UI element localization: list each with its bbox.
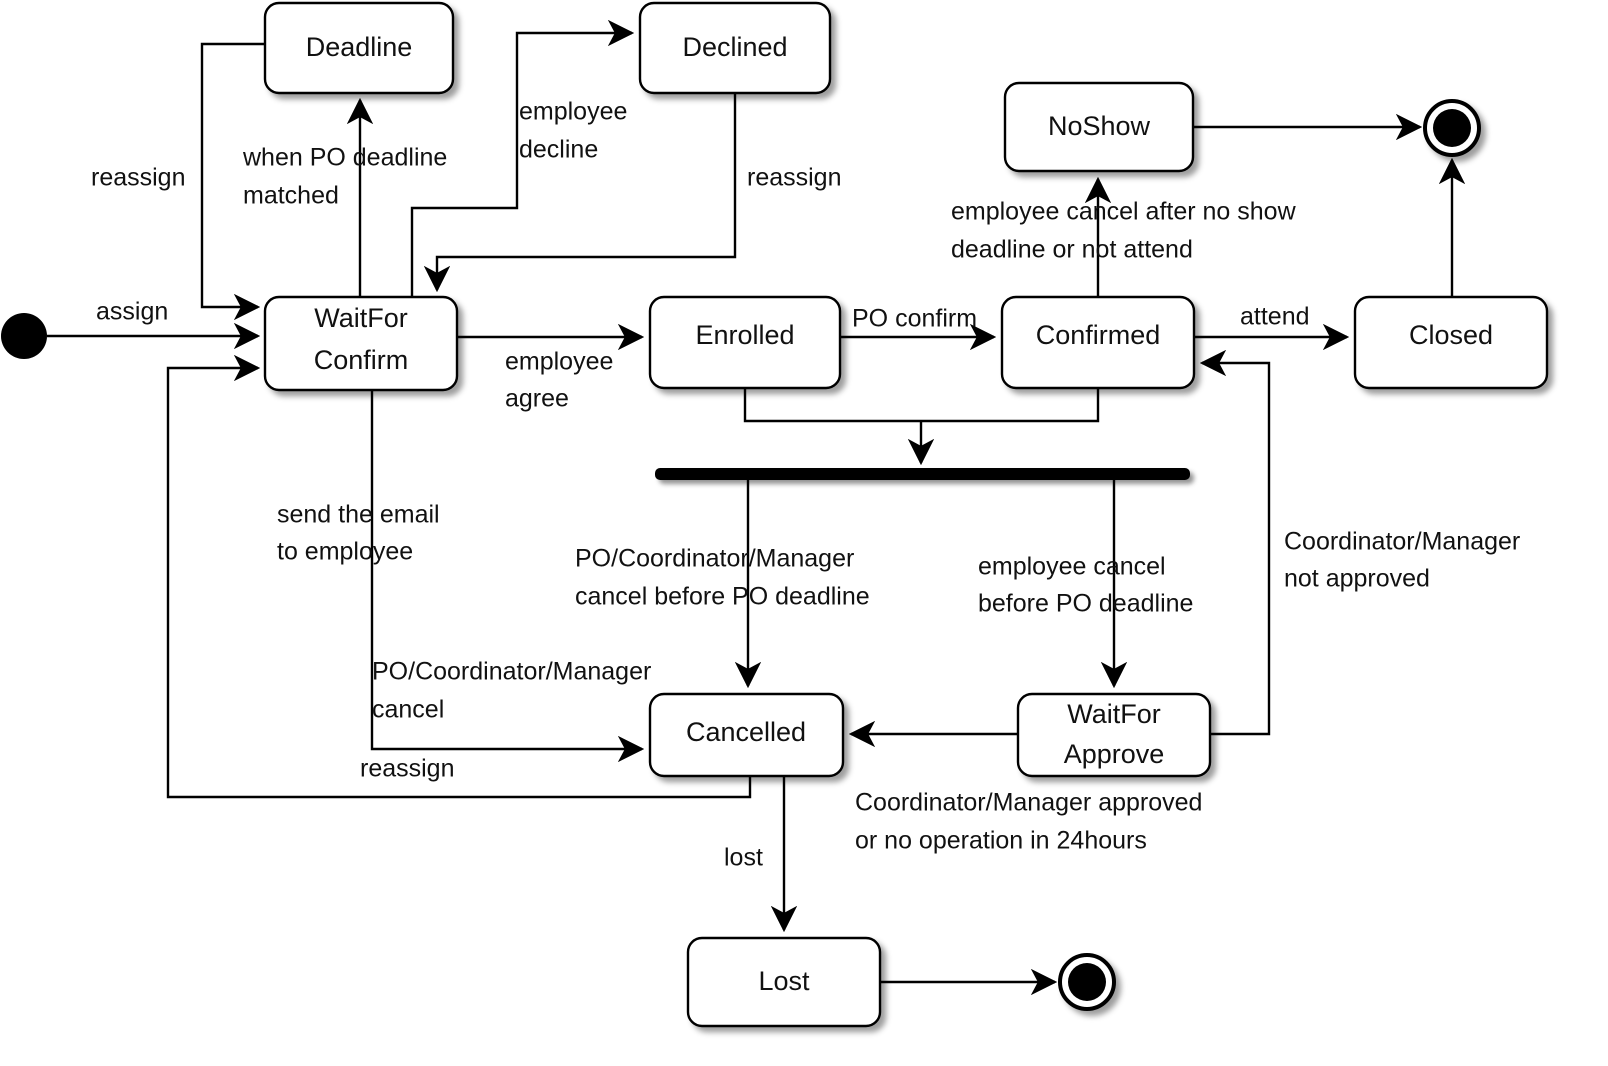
state-noshow[interactable]: NoShow: [1003, 81, 1195, 173]
edge-reassign-declined: [423, 93, 737, 293]
edge-label-lost: lost: [724, 844, 763, 872]
edge-reassign-deadline: [200, 42, 265, 321]
edge-label-employee-decline-line1: employee: [519, 98, 627, 126]
state-lost[interactable]: Lost: [686, 936, 882, 1028]
edge-join-to-fork: [743, 388, 1100, 423]
state-enrolled-label: Enrolled: [695, 320, 794, 350]
state-waitforconfirm-label-line2: Confirm: [314, 345, 409, 375]
edge-label-emp-cancel-line2: before PO deadline: [978, 590, 1193, 618]
state-declined[interactable]: Declined: [638, 1, 832, 95]
edge-label-pcm-cancel2-line2: cancel: [372, 696, 444, 724]
edge-label-employee-agree-line2: agree: [505, 385, 569, 413]
state-deadline-label: Deadline: [306, 32, 413, 62]
state-enrolled[interactable]: Enrolled: [648, 295, 842, 390]
edge-label-reassign-deadline: reassign: [91, 164, 186, 192]
edge-not-approved: [1199, 349, 1271, 736]
edge-label-approved-line1: Coordinator/Manager approved: [855, 789, 1202, 817]
edge-label-po-deadline-line1: when PO deadline: [242, 144, 447, 172]
edge-labels-layer: assign reassign when PO deadline matched…: [91, 98, 1520, 872]
edge-label-employee-decline-line2: decline: [519, 136, 598, 164]
state-declined-label: Declined: [682, 32, 787, 62]
edge-label-attend: attend: [1240, 303, 1310, 331]
state-closed-label: Closed: [1409, 320, 1493, 350]
edge-label-send-email-line1: send the email: [277, 501, 440, 529]
edge-label-pcm-cancel2-line1: PO/Coordinator/Manager: [372, 658, 651, 686]
edge-send-email-pcm-cancel: [370, 390, 645, 763]
state-waitforapprove[interactable]: WaitFor Approve: [1016, 692, 1212, 778]
edge-label-send-email-line2: to employee: [277, 538, 413, 566]
state-noshow-label: NoShow: [1048, 111, 1151, 141]
state-waitforapprove-label-line2: Approve: [1064, 739, 1165, 769]
state-waitforapprove-label-line1: WaitFor: [1067, 699, 1161, 729]
edge-label-approved-line2: or no operation in 24hours: [855, 827, 1147, 855]
edge-label-employee-agree-line1: employee: [505, 348, 613, 376]
edge-employee-decline: [410, 19, 635, 297]
edge-label-not-approved-line2: not approved: [1284, 565, 1430, 593]
state-confirmed-label: Confirmed: [1036, 320, 1161, 350]
edge-label-assign: assign: [96, 298, 168, 326]
state-deadline[interactable]: Deadline: [263, 1, 455, 95]
state-waitforconfirm-label-line1: WaitFor: [314, 303, 408, 333]
edge-label-po-deadline-line2: matched: [243, 182, 339, 210]
edge-label-po-confirm: PO confirm: [852, 305, 977, 333]
state-waitforconfirm[interactable]: WaitFor Confirm: [263, 295, 459, 392]
state-closed[interactable]: Closed: [1353, 295, 1549, 390]
state-lost-label: Lost: [758, 966, 810, 996]
edges-layer: [47, 19, 1466, 996]
state-confirmed[interactable]: Confirmed: [1000, 295, 1196, 390]
edge-label-pcm-cancel-line1: PO/Coordinator/Manager: [575, 545, 854, 573]
edge-reassign-cancelled: [166, 354, 752, 799]
fork-bar: [655, 468, 1190, 480]
final-node-top-icon: [1423, 99, 1481, 157]
final-node-bottom-icon: [1058, 953, 1116, 1011]
states-layer: Deadline Declined NoShow WaitFor Confirm…: [263, 1, 1549, 1028]
edge-label-noshow-line1: employee cancel after no show: [951, 198, 1297, 226]
edge-label-not-approved-line1: Coordinator/Manager: [1284, 528, 1520, 556]
edge-label-reassign-declined: reassign: [747, 164, 842, 192]
state-cancelled-label: Cancelled: [686, 717, 806, 747]
edge-label-emp-cancel-line1: employee cancel: [978, 553, 1166, 581]
edge-label-pcm-cancel-line2: cancel before PO deadline: [575, 583, 870, 611]
edge-label-reassign-cancelled: reassign: [360, 755, 455, 783]
state-cancelled[interactable]: Cancelled: [648, 692, 845, 778]
initial-node-icon: [1, 313, 47, 359]
edge-label-noshow-line2: deadline or not attend: [951, 236, 1193, 264]
pseudo-nodes-layer: [1, 99, 1481, 1011]
